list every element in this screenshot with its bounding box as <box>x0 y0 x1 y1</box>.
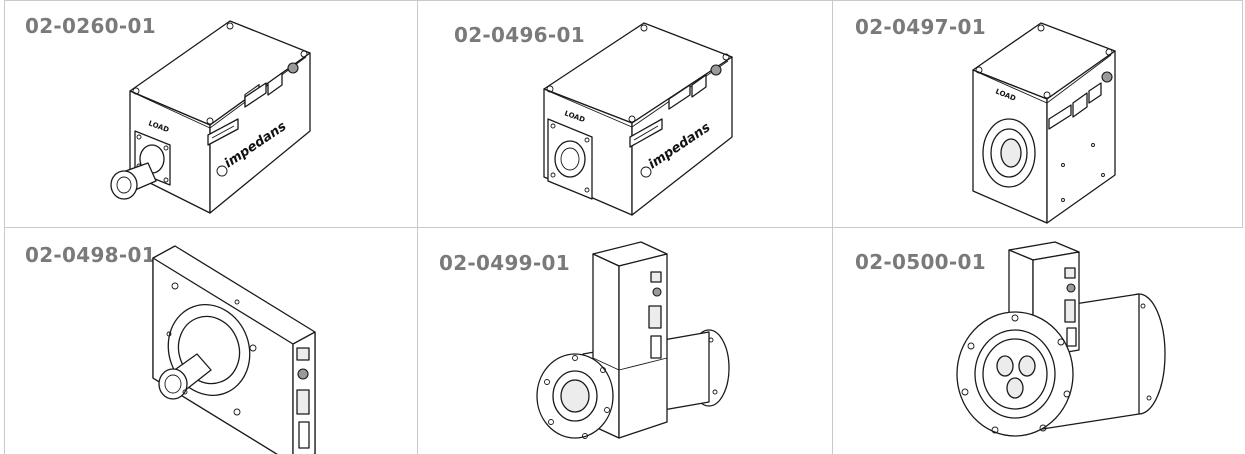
product-cell: 02-0497-01 LOAD <box>833 1 1242 227</box>
box-enclosure-with-square-flange-icon: LOAD impedans <box>543 22 733 216</box>
grid-line-middle <box>4 227 1243 228</box>
product-cell: 02-0498-01 <box>5 228 417 454</box>
product-grid: 02-0260-01 LOAD <box>4 0 1243 454</box>
product-code: 02-0499-01 <box>439 251 570 275</box>
product-cell: 02-0500-01 <box>833 228 1242 454</box>
product-cell: 02-0260-01 LOAD <box>5 1 417 227</box>
flat-plate-with-coaxial-port-icon <box>152 245 316 454</box>
product-code: 02-0260-01 <box>25 14 156 38</box>
product-cell: 02-0496-01 LOAD impedans <box>418 1 832 227</box>
grid-line-right <box>1242 0 1243 227</box>
large-flanged-tube-with-box-icon <box>956 241 1166 437</box>
grid-line-top <box>4 0 1243 1</box>
box-enclosure-with-load-connector-icon: LOAD impedans <box>110 20 311 214</box>
product-code: 02-0498-01 <box>25 243 156 267</box>
product-cell: 02-0499-01 <box>418 228 832 454</box>
grid-line-left <box>4 0 5 454</box>
product-code: 02-0500-01 <box>855 250 986 274</box>
flanged-tube-with-tall-box-icon <box>536 241 730 439</box>
cube-enclosure-with-round-port-icon: LOAD <box>972 22 1116 224</box>
product-code: 02-0496-01 <box>454 23 585 47</box>
grid-line-2 <box>832 0 833 454</box>
product-code: 02-0497-01 <box>855 15 986 39</box>
grid-line-1 <box>417 0 418 454</box>
